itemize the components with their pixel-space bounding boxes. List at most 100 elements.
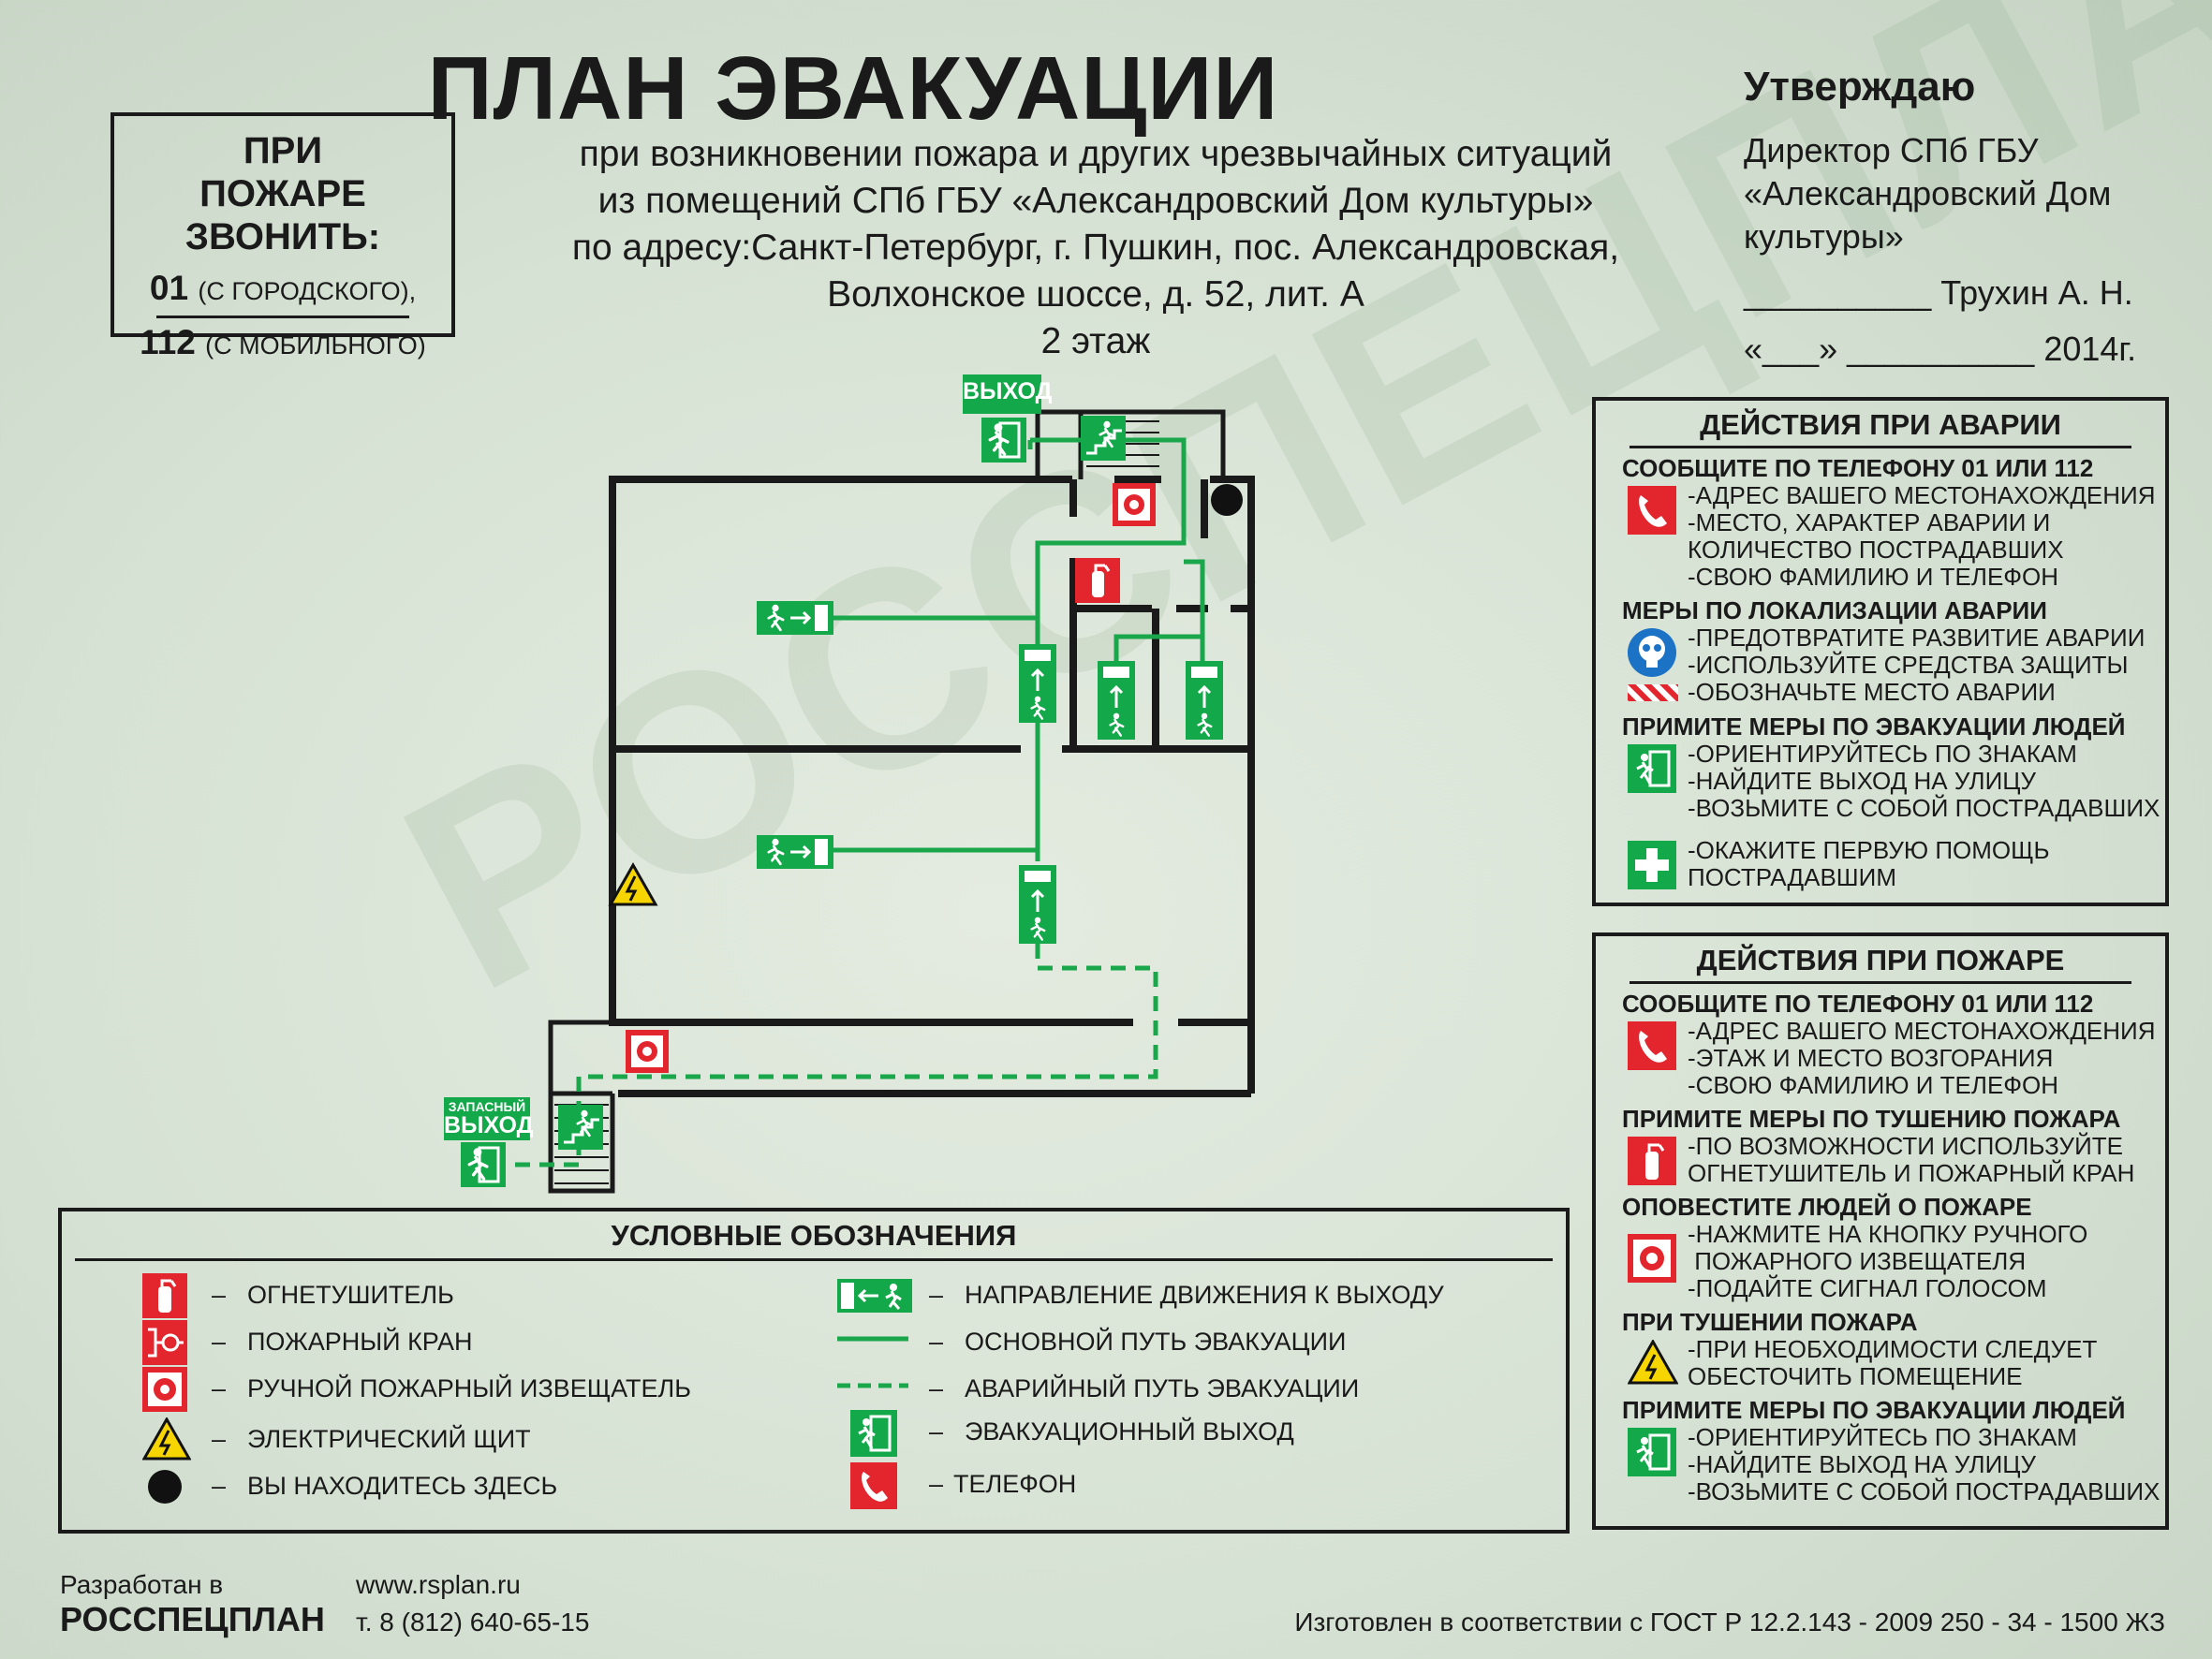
section-title: ПРИМИТЕ МЕРЫ ПО ТУШЕНИЮ ПОЖАРА bbox=[1622, 1105, 2121, 1133]
subtitle-line: при возникновении пожара и других чрезвы… bbox=[579, 134, 1613, 174]
subtitle-line: Волхонское шоссе, д. 52, лит. А bbox=[827, 274, 1364, 315]
exit-label-sign bbox=[963, 374, 1041, 414]
first-aid-icon bbox=[1628, 841, 1676, 889]
item-line: ПОЖАРНОГО ИЗВЕЩАТЕЛЯ bbox=[1688, 1247, 2027, 1275]
you-are-here-icon bbox=[148, 1470, 182, 1504]
legend-label: ОГНЕТУШИТЕЛЬ bbox=[247, 1281, 454, 1309]
item-line: -ОРИЕНТИРУЙТЕСЬ ПО ЗНАКАМ bbox=[1688, 740, 2077, 768]
phone-icon bbox=[1628, 1021, 1676, 1070]
fire-call-city-number: 01 bbox=[149, 269, 189, 307]
legend-heading: УСЛОВНЫЕ ОБОЗНАЧЕНИЯ bbox=[75, 1219, 1553, 1261]
approval-heading: Утверждаю bbox=[1744, 64, 1976, 110]
fire-call-box: ПРИ ПОЖАРЕ ЗВОНИТЬ: 01 (С ГОРОДСКОГО), 1… bbox=[111, 112, 455, 361]
gost-note: Изготовлен в соответствии с ГОСТ Р 12.2.… bbox=[1294, 1608, 2165, 1637]
fire-call-city: 01 (С ГОРОДСКОГО), bbox=[114, 264, 451, 316]
hazard-stripe-icon bbox=[1628, 684, 1678, 701]
legend-dash: – bbox=[212, 1374, 227, 1402]
item-line: -ПО ВОЗМОЖНОСТИ ИСПОЛЬЗУЙТЕ bbox=[1688, 1132, 2123, 1160]
item-line: -МЕСТО, ХАРАКТЕР АВАРИИ И bbox=[1688, 508, 2051, 536]
item-line: -ОРИЕНТИРУЙТЕСЬ ПО ЗНАКАМ bbox=[1688, 1423, 2077, 1451]
legend-dash: – bbox=[929, 1281, 944, 1309]
electric-warning-icon bbox=[142, 1417, 191, 1461]
legend-dash: – bbox=[212, 1281, 227, 1309]
fire-call-mobile-number: 112 bbox=[140, 323, 196, 361]
exit-direction-icon bbox=[837, 1279, 912, 1313]
extinguisher-icon bbox=[1628, 1137, 1676, 1185]
accident-actions-panel: ДЕЙСТВИЯ ПРИ АВАРИИ СООБЩИТЕ ПО ТЕЛЕФОНУ… bbox=[1592, 397, 2169, 906]
item-line: -ОКАЖИТЕ ПЕРВУЮ ПОМОЩЬ bbox=[1688, 836, 2050, 864]
accident-mark-item: -ОБОЗНАЧЬТЕ МЕСТО АВАРИИ bbox=[1596, 679, 2165, 707]
legend-dash: – bbox=[929, 1328, 944, 1356]
item-line: -ПРИ НЕОБХОДИМОСТИ СЛЕДУЕТ bbox=[1688, 1335, 2098, 1363]
section-title: ПРИМИТЕ МЕРЫ ПО ЭВАКУАЦИИ ЛЮДЕЙ bbox=[1622, 712, 2126, 741]
accident-firstaid-item: -ОКАЖИТЕ ПЕРВУЮ ПОМОЩЬ ПОСТРАДАВШИМ bbox=[1596, 837, 2165, 891]
fire-heading: ДЕЙСТВИЯ ПРИ ПОЖАРЕ bbox=[1630, 944, 2131, 984]
site-link[interactable]: www.rsplan.ru bbox=[356, 1570, 521, 1599]
item-line: -НАЖМИТЕ НА КНОПКУ РУЧНОГО bbox=[1688, 1220, 2088, 1248]
item-line: -НАЙДИТЕ ВЫХОД НА УЛИЦУ bbox=[1688, 767, 2037, 795]
item-line: -ПОДАЙТЕ СИГНАЛ ГОЛОСОМ bbox=[1688, 1274, 2047, 1302]
legend-label: ТЕЛЕФОН bbox=[953, 1470, 1077, 1498]
section-title: ПРИ ТУШЕНИИ ПОЖАРА bbox=[1622, 1308, 1918, 1336]
fire-call-heading: ПРИ ПОЖАРЕ ЗВОНИТЬ: bbox=[184, 130, 381, 257]
fire-call-city-note: (С ГОРОДСКОГО), bbox=[198, 277, 417, 305]
plan-title: ПЛАН ЭВАКУАЦИИ bbox=[427, 38, 1279, 139]
emergency-route-icon bbox=[837, 1383, 908, 1388]
fire-evac-item: -ОРИЕНТИРУЙТЕСЬ ПО ЗНАКАМ -НАЙДИТЕ ВЫХОД… bbox=[1596, 1424, 2165, 1505]
item-line: КОЛИЧЕСТВО ПОСТРАДАВШИХ bbox=[1688, 536, 2064, 564]
section-title: ОПОВЕСТИТЕ ЛЮДЕЙ О ПОЖАРЕ bbox=[1622, 1193, 2032, 1221]
alarm-button-icon bbox=[142, 1367, 187, 1412]
alarm-button-icon bbox=[626, 1030, 669, 1073]
item-line: -АДРЕС ВАШЕГО МЕСТОНАХОЖДЕНИЯ bbox=[1688, 1017, 2156, 1045]
accident-evac-item: -ОРИЕНТИРУЙТЕСЬ ПО ЗНАКАМ -НАЙДИТЕ ВЫХОД… bbox=[1596, 741, 2165, 822]
alarm-button-icon bbox=[1628, 1234, 1676, 1283]
item-line: -ИСПОЛЬЗУЙТЕ СРЕДСТВА ЗАЩИТЫ bbox=[1688, 651, 2129, 679]
alarm-button-icon bbox=[1113, 483, 1156, 526]
approval-block: Утверждаю Директор СПб ГБУ «Александровс… bbox=[1744, 66, 2175, 371]
exit-direction-sign-vertical bbox=[1019, 644, 1056, 723]
section-title: МЕРЫ ПО ЛОКАЛИЗАЦИИ АВАРИИ bbox=[1622, 596, 2047, 624]
exit-direction-sign bbox=[757, 835, 833, 869]
legend-label: РУЧНОЙ ПОЖАРНЫЙ ИЗВЕЩАТЕЛЬ bbox=[247, 1374, 691, 1402]
exit-direction-sign bbox=[757, 601, 833, 635]
developer-brand: РОССПЕЦПЛАН bbox=[60, 1600, 325, 1638]
stair-exit-sign bbox=[1081, 416, 1126, 461]
legend-label: НАПРАВЛЕНИЕ ДВИЖЕНИЯ К ВЫХОДУ bbox=[965, 1281, 1444, 1309]
legend-dash: – bbox=[929, 1470, 944, 1498]
item-line: -СВОЮ ФАМИЛИЮ И ТЕЛЕФОН bbox=[1688, 1071, 2059, 1099]
extinguisher-icon bbox=[142, 1273, 187, 1318]
legend-dash: – bbox=[929, 1374, 944, 1402]
exit-icon bbox=[850, 1410, 897, 1457]
approval-line: Директор СПб ГБУ bbox=[1744, 131, 2039, 169]
exit-label: ВЫХОД bbox=[963, 378, 1053, 404]
accident-localize-item: -ПРЕДОТВРАТИТЕ РАЗВИТИЕ АВАРИИ -ИСПОЛЬЗУ… bbox=[1596, 624, 2165, 679]
legend-label: ЭВАКУАЦИОННЫЙ ВЫХОД bbox=[965, 1417, 1294, 1446]
floor-label: 2 этаж bbox=[1040, 321, 1151, 361]
exit-direction-sign-vertical bbox=[1098, 661, 1135, 740]
fire-hydrant-icon bbox=[142, 1320, 187, 1365]
item-line: -ПРЕДОТВРАТИТЕ РАЗВИТИЕ АВАРИИ bbox=[1688, 624, 2146, 652]
approval-signature: __________ Трухин А. Н. bbox=[1744, 273, 2133, 312]
approval-date: «___» __________ 2014г. bbox=[1744, 330, 2137, 368]
fire-phone-item: -АДРЕС ВАШЕГО МЕСТОНАХОЖДЕНИЯ -ЭТАЖ И МЕ… bbox=[1596, 1018, 2165, 1099]
fire-extinguish-item: -ПО ВОЗМОЖНОСТИ ИСПОЛЬЗУЙТЕ ОГНЕТУШИТЕЛЬ… bbox=[1596, 1133, 2165, 1187]
approval-line: «Александровский Дом bbox=[1744, 174, 2112, 213]
fire-call-mobile-note: (С МОБИЛЬНОГО) bbox=[205, 331, 426, 360]
spare-exit-label-sign bbox=[444, 1097, 530, 1140]
legend-label: ОСНОВНОЙ ПУТЬ ЭВАКУАЦИИ bbox=[965, 1328, 1347, 1356]
stair-exit-sign bbox=[558, 1105, 603, 1150]
developer-block: Разработан в РОССПЕЦПЛАН bbox=[60, 1569, 325, 1638]
fire-actions-panel: ДЕЙСТВИЯ ПРИ ПОЖАРЕ СООБЩИТЕ ПО ТЕЛЕФОНУ… bbox=[1592, 932, 2169, 1530]
developer-prefix: Разработан в bbox=[60, 1570, 224, 1599]
exit-direction-sign-vertical bbox=[1019, 865, 1056, 944]
item-line: -АДРЕС ВАШЕГО МЕСТОНАХОЖДЕНИЯ bbox=[1688, 481, 2156, 509]
electric-warning-icon bbox=[1628, 1340, 1678, 1385]
main-route-icon bbox=[837, 1336, 908, 1342]
item-line: -ОБОЗНАЧЬТЕ МЕСТО АВАРИИ bbox=[1688, 678, 2056, 706]
item-line: ОБЕСТОЧИТЬ ПОМЕЩЕНИЕ bbox=[1688, 1362, 2023, 1390]
legend-panel: УСЛОВНЫЕ ОБОЗНАЧЕНИЯ – ОГНЕТУШИТЕЛЬ – ПО… bbox=[58, 1208, 1570, 1534]
plan-title-wrap: ПЛАН ЭВАКУАЦИИ bbox=[0, 37, 2212, 140]
electric-warning-icon bbox=[608, 861, 658, 906]
legend-dash: – bbox=[929, 1417, 944, 1446]
fire-alarm-item: -НАЖМИТЕ НА КНОПКУ РУЧНОГО ПОЖАРНОГО ИЗВ… bbox=[1596, 1221, 2165, 1302]
